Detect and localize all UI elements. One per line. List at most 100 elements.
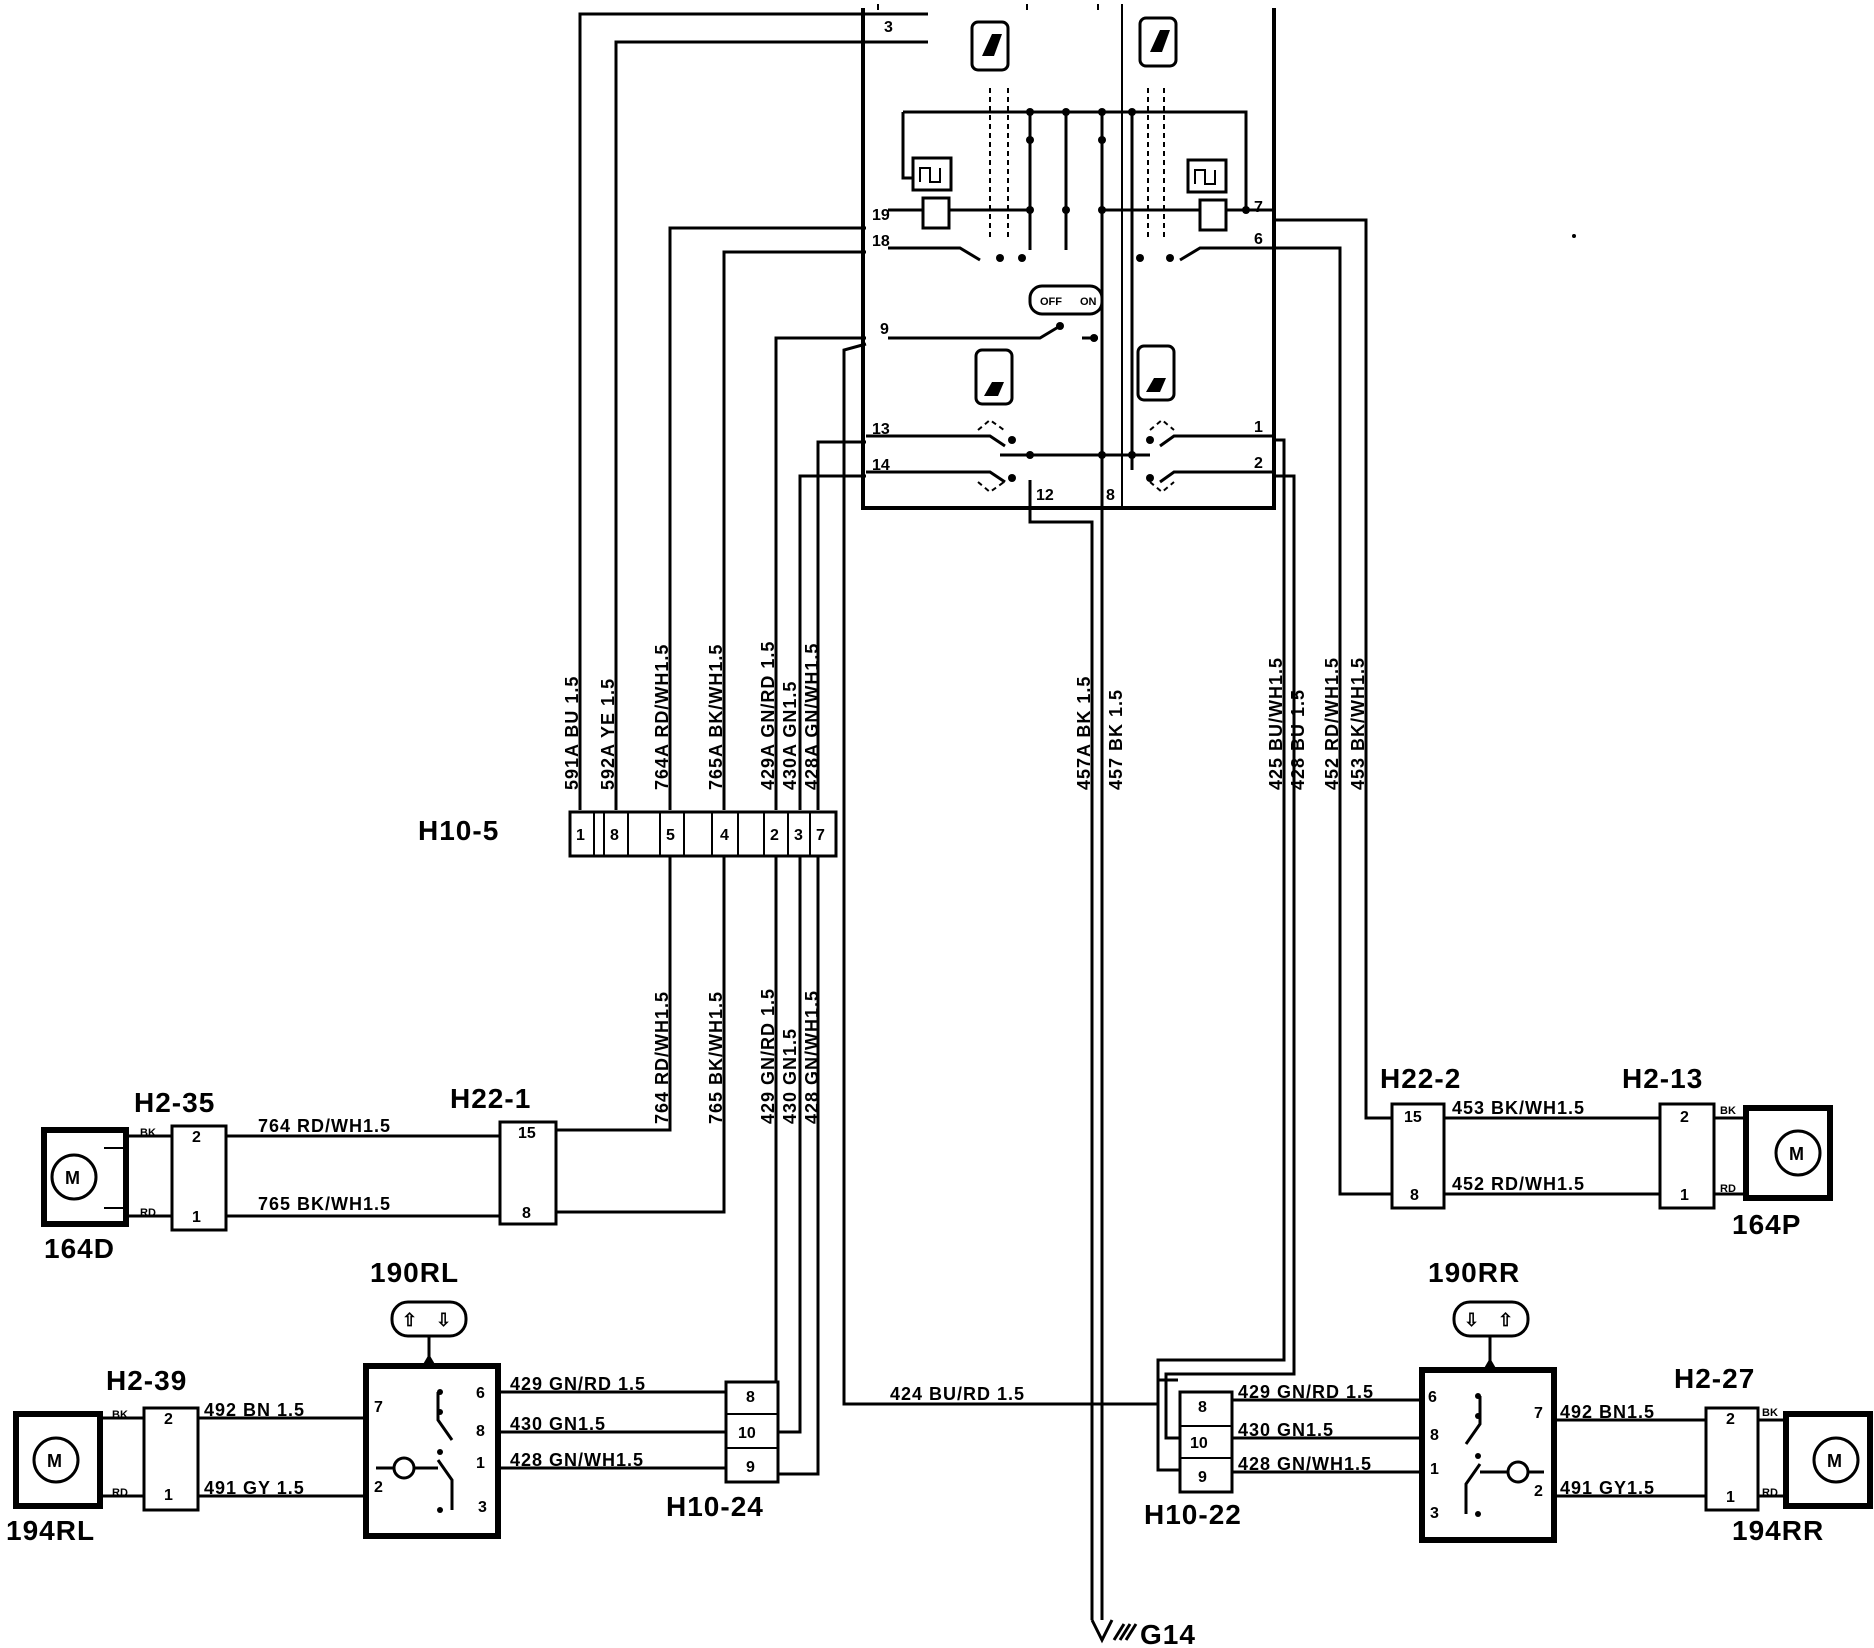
h10-24-name: H10-24	[666, 1491, 764, 1522]
190rr-pin-3: 3	[1430, 1505, 1439, 1522]
wire-764a-label: 764A RD/WH1.5	[652, 644, 672, 790]
190rl-pin-3: 3	[478, 1499, 487, 1516]
connector-h2-39: H2-39 BK RD 2 1 492 BN 1.5 491 GY 1.5	[100, 1365, 366, 1512]
window-down-icon-right	[1136, 344, 1176, 402]
wire-591a-label: 591A BU 1.5	[562, 676, 582, 790]
switch-190rl: 190RL ⇧ ⇩ 6 8 1 7 2 3 429 GN/RD 1.5 430 …	[363, 1257, 726, 1539]
down-arrow-icon: ⇩	[436, 1310, 452, 1330]
h2-35-wire-bottom-label: 765 BK/WH1.5	[258, 1194, 391, 1214]
h2-13-rd: RD	[1720, 1183, 1736, 1195]
h10-5-pin-8: 8	[610, 827, 619, 844]
wire-457-label: 457 BK 1.5	[1106, 689, 1126, 790]
connector-h2-27: H2-27 2 1 BK RD	[1674, 1363, 1786, 1512]
h10-5-pin-3: 3	[794, 827, 803, 844]
wire-428-label: 428 GN/WH1.5	[802, 990, 822, 1124]
wire-764-label: 764 RD/WH1.5	[652, 991, 672, 1124]
rr-motor-top-label: 492 BN1.5	[1560, 1402, 1655, 1422]
h22-2-pin-8: 8	[1410, 1187, 1419, 1204]
h10-22-pin-8: 8	[1198, 1399, 1207, 1416]
h10-5-pin-7: 7	[816, 827, 825, 844]
pin-2: 2	[1254, 455, 1263, 472]
connector-h2-13: H2-13 2 1 BK RD	[1622, 1063, 1746, 1210]
on-label: ON	[1080, 296, 1097, 308]
h2-35-pin-1: 1	[192, 1209, 201, 1226]
h10-24-pin-8: 8	[746, 1389, 755, 1406]
wire-424-label: 424 BU/RD 1.5	[890, 1384, 1025, 1404]
h22-1-pin-8: 8	[522, 1205, 531, 1222]
wire-453-label: 453 BK/WH1.5	[1348, 657, 1368, 790]
motor-164p-symbol: M	[1789, 1144, 1805, 1164]
h10-24-pin-9: 9	[746, 1459, 755, 1476]
rl-wire-1-label: 429 GN/RD 1.5	[510, 1374, 646, 1394]
window-down-icon-left	[974, 348, 1014, 406]
pin-7: 7	[1254, 199, 1263, 216]
h10-5-name: H10-5	[418, 815, 499, 846]
motor-194rl-name: 194RL	[6, 1515, 95, 1546]
wire-592a-label: 592A YE 1.5	[598, 678, 618, 790]
switch-190rr: 190RR ⇩ ⇧ 6 8 1 7 2 3 492 BN1.5 491 GY1.…	[1419, 1257, 1706, 1543]
pin-3: 3	[884, 19, 893, 36]
window-up-icon-right	[1138, 16, 1178, 68]
wire-429a-label: 429A GN/RD 1.5	[758, 641, 778, 790]
190rr-pin-1: 1	[1430, 1461, 1439, 1478]
off-on-switch: OFF ON	[1028, 284, 1104, 316]
h2-27-bk: BK	[1762, 1407, 1778, 1419]
motor-194rl-symbol: M	[47, 1451, 63, 1471]
pin-14: 14	[872, 457, 890, 474]
h2-27-pin-2: 2	[1726, 1411, 1735, 1428]
rr-wire-1-label: 429 GN/RD 1.5	[1238, 1382, 1374, 1402]
motor-164p-name: 164P	[1732, 1209, 1801, 1240]
motor-194rr-name: 194RR	[1732, 1515, 1824, 1546]
motor-164p: M 164P	[1732, 1105, 1833, 1240]
connector-h22-2: H22-2 15 8 453 BK/WH1.5 452 RD/WH1.5	[1380, 1063, 1660, 1210]
190rr-pin-2: 2	[1534, 1483, 1543, 1500]
connector-h10-5: H10-5 1 8 5 4 2 3 7	[418, 810, 838, 858]
motor-164d: M 164D	[41, 1127, 129, 1264]
h2-35-pin-2: 2	[192, 1129, 201, 1146]
h10-22-name: H10-22	[1144, 1499, 1242, 1530]
rr-wire-3-label: 428 GN/WH1.5	[1238, 1454, 1372, 1474]
wire-425-label: 425 BU/WH1.5	[1266, 657, 1286, 790]
h10-5-pin-5: 5	[666, 827, 675, 844]
h2-35-wire-top-label: 764 RD/WH1.5	[258, 1116, 391, 1136]
190rr-pin-8: 8	[1430, 1427, 1439, 1444]
up-arrow-icon: ⇧	[402, 1310, 418, 1330]
h2-39-name: H2-39	[106, 1365, 187, 1396]
h2-13-name: H2-13	[1622, 1063, 1703, 1094]
h22-2-wire-top-label: 453 BK/WH1.5	[1452, 1098, 1585, 1118]
h10-24-pin-10: 10	[738, 1425, 756, 1442]
pin-13: 13	[872, 421, 890, 438]
h2-39-pin-1: 1	[164, 1487, 173, 1504]
stray-dot	[1572, 234, 1576, 238]
wire-424: 424 BU/RD 1.5	[890, 1384, 1025, 1404]
h22-2-wire-bottom-label: 452 RD/WH1.5	[1452, 1174, 1585, 1194]
wire-runs	[555, 12, 1392, 1644]
ground-g14: G14	[1112, 1619, 1195, 1648]
h22-1-pin-15: 15	[518, 1125, 536, 1142]
190rl-pin-8: 8	[476, 1423, 485, 1440]
up-arrow-icon-rr: ⇧	[1498, 1310, 1514, 1330]
h2-13-pin-1: 1	[1680, 1187, 1689, 1204]
wire-labels-upper-center: 457A BK 1.5 457 BK 1.5	[1074, 676, 1126, 790]
pin-1: 1	[1254, 419, 1263, 436]
h10-22-pin-9: 9	[1198, 1469, 1207, 1486]
pin-6: 6	[1254, 231, 1263, 248]
switch-190rr-name: 190RR	[1428, 1257, 1520, 1288]
190rl-pin-2: 2	[374, 1479, 383, 1496]
h22-1-name: H22-1	[450, 1083, 531, 1114]
h2-13-bk: BK	[1720, 1105, 1736, 1117]
switch-190rl-name: 190RL	[370, 1257, 459, 1288]
rl-motor-bottom-label: 491 GY 1.5	[204, 1478, 305, 1498]
wire-428-label: 428 BU 1.5	[1288, 689, 1308, 790]
pin-18: 18	[872, 233, 890, 250]
wire-457a-label: 457A BK 1.5	[1074, 676, 1094, 790]
190rr-pin-6: 6	[1428, 1389, 1437, 1406]
motor-164d-symbol: M	[65, 1168, 81, 1188]
190rr-pin-7: 7	[1534, 1405, 1543, 1422]
pin-19: 19	[872, 207, 890, 224]
connector-h22-1: H22-1 15 8	[450, 1083, 558, 1226]
switch-contacts	[866, 88, 1276, 520]
190rl-pin-1: 1	[476, 1455, 485, 1472]
rr-wire-2-label: 430 GN1.5	[1238, 1420, 1334, 1440]
